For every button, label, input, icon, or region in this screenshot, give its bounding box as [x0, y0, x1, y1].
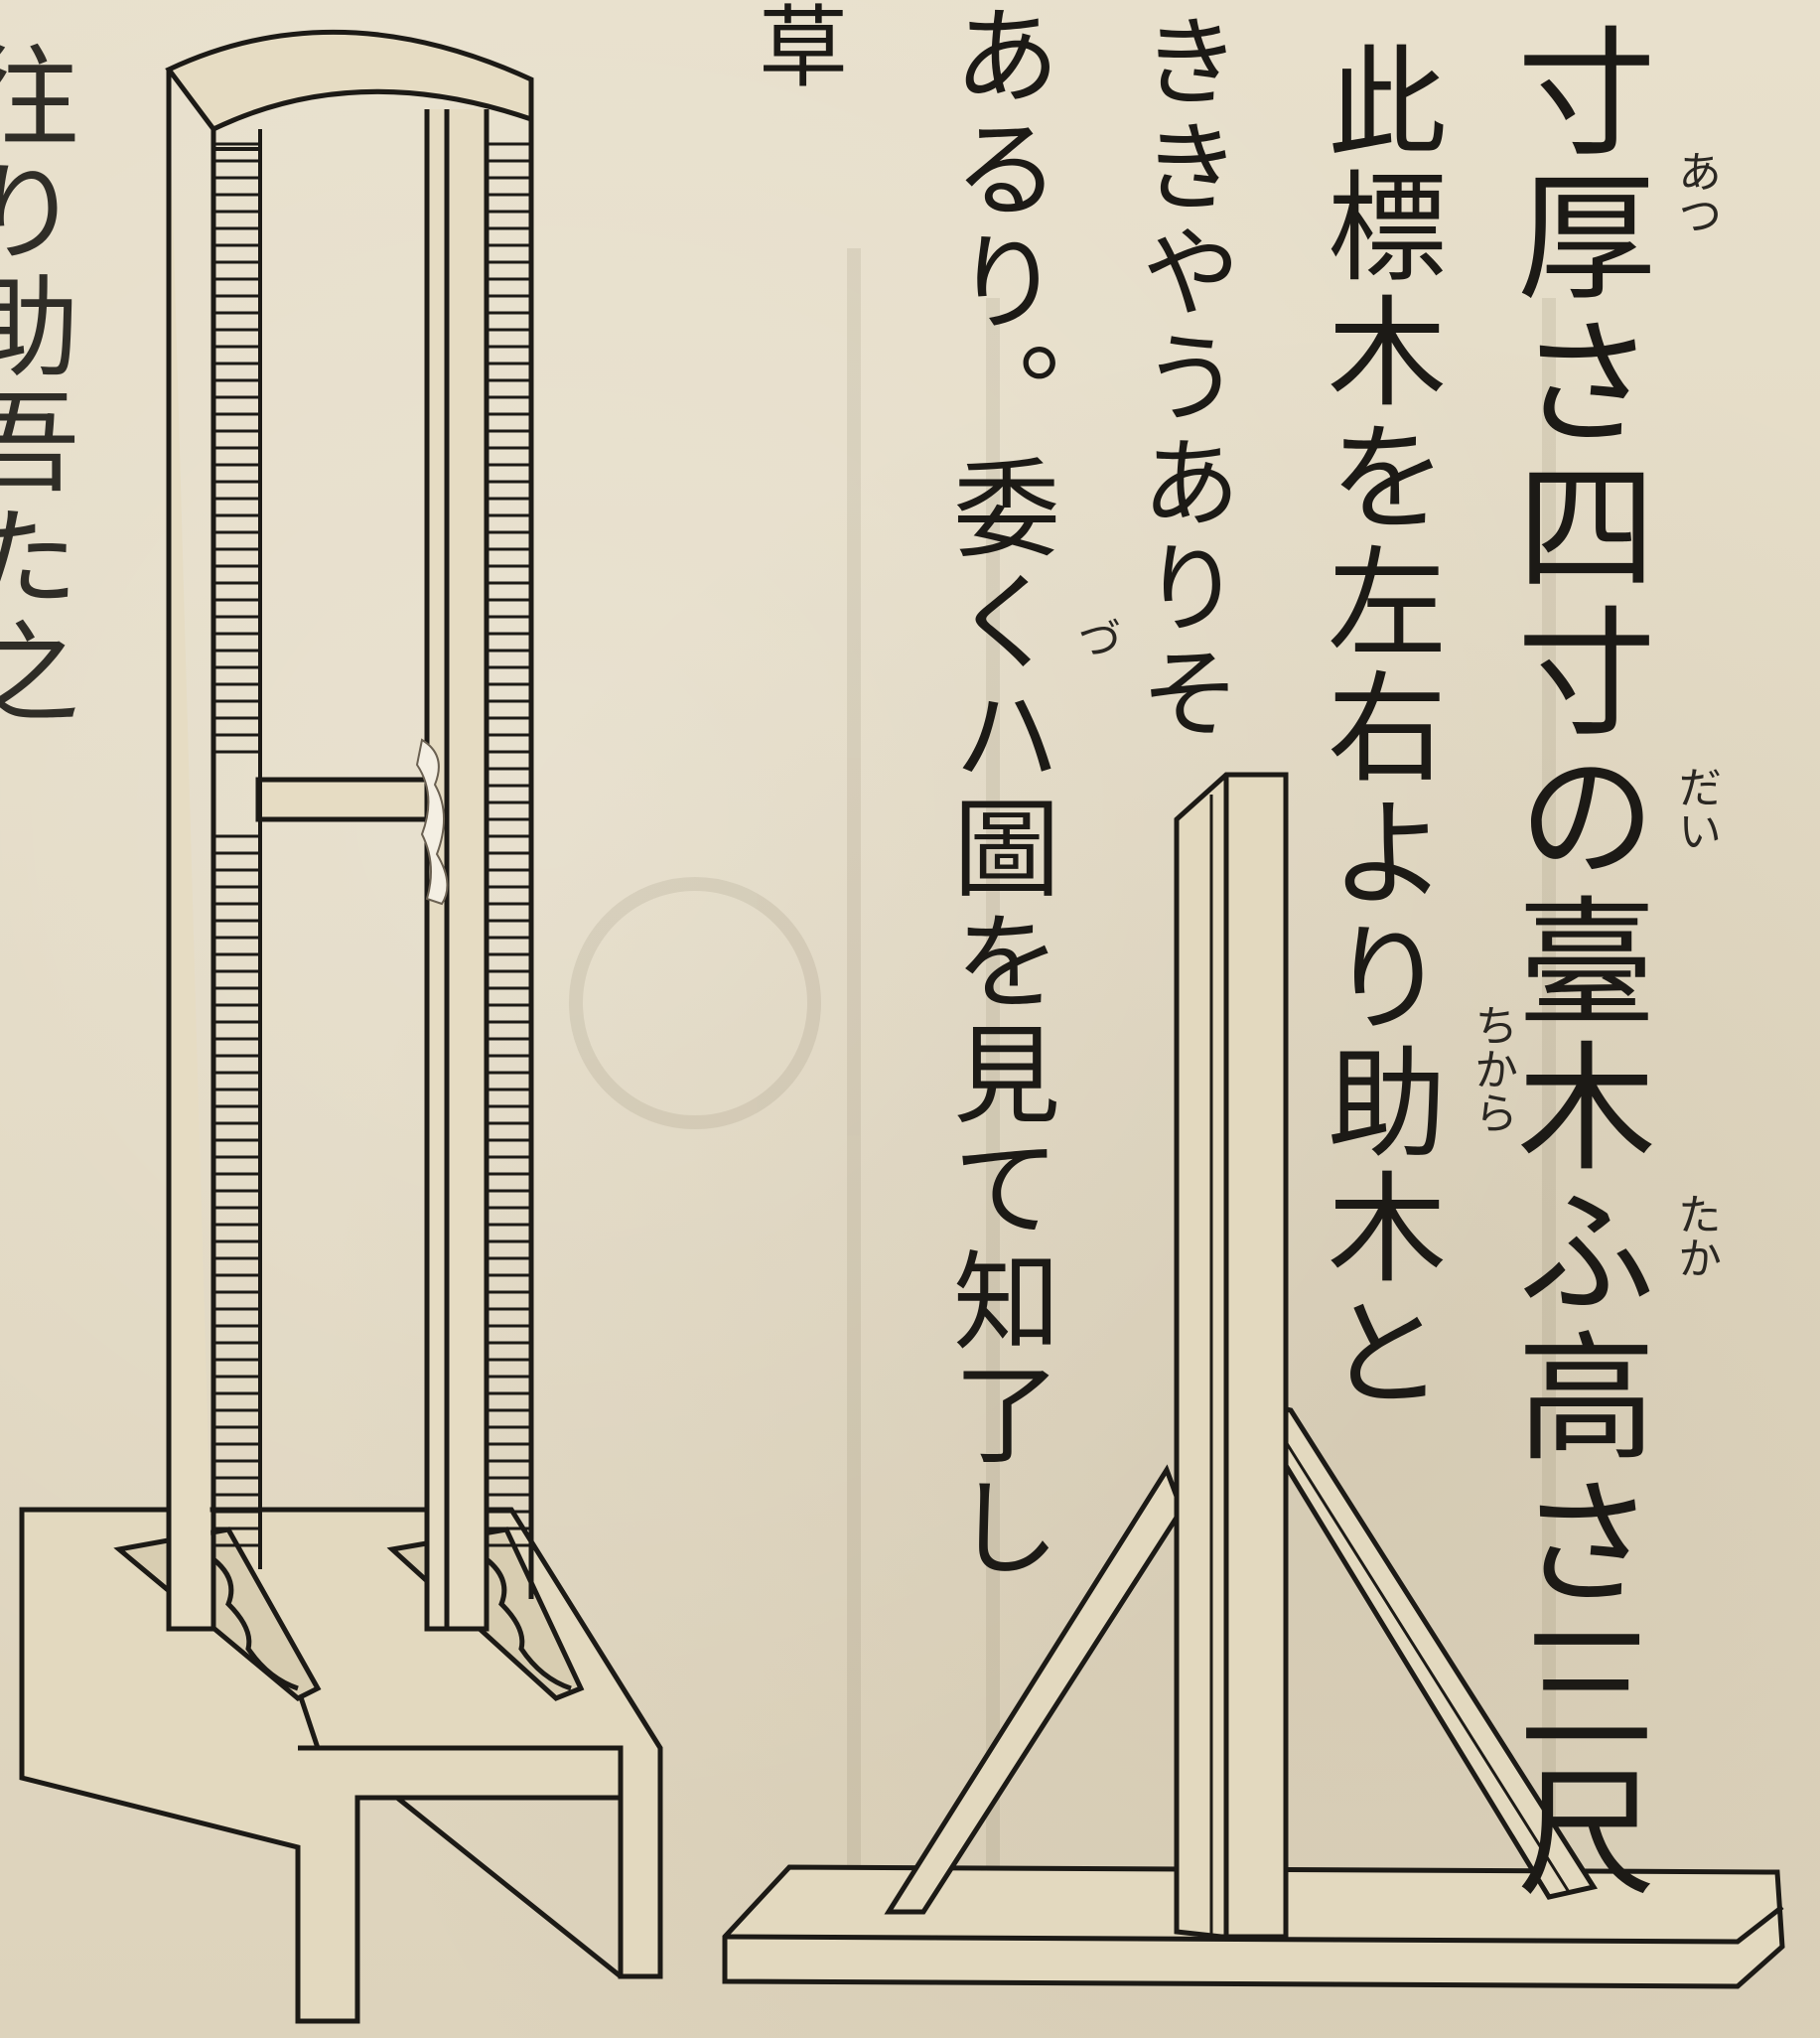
text-column-2: 此標木を左右より助木と — [1307, 40, 1445, 1416]
text-column-3: ききやうありそ — [1124, 10, 1240, 747]
left-stand-illustration — [19, 29, 663, 2024]
furigana-zu: づ — [1069, 616, 1120, 659]
right-notch-rungs — [487, 142, 531, 1547]
bleed-through-marks — [569, 248, 1556, 1887]
text-column-4: あるり。委くハ圖を見て知了し — [935, 0, 1059, 1585]
right-post-illustration — [722, 772, 1785, 1989]
furigana-dai: だい — [1670, 765, 1721, 852]
furigana-atsu: あつ — [1670, 149, 1721, 236]
furigana-chikara: ちから — [1467, 1003, 1517, 1134]
left-margin-fragment: 往り助吾た之 — [0, 40, 78, 731]
paper-tie — [415, 738, 449, 906]
left-notch-rungs — [213, 142, 260, 1547]
text-column-1: 寸厚さ四寸の臺木ふ高さ三尺 — [1493, 20, 1655, 1905]
furigana-taka: たか — [1670, 1192, 1721, 1279]
text-column-5: 草 — [743, 0, 847, 95]
